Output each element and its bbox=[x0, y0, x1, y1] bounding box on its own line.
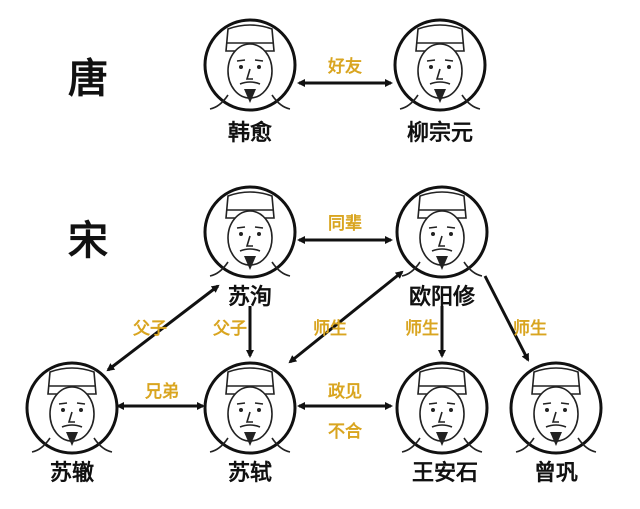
name-zeng-gong: 曾巩 bbox=[534, 460, 578, 486]
label-teacher-student-2: 师生 bbox=[405, 318, 439, 339]
name-su-zhe: 苏辙 bbox=[50, 460, 94, 486]
edge-teacher-zeng-gong bbox=[483, 275, 530, 362]
portrait-han-yu bbox=[203, 18, 297, 112]
name-wang-anshi: 王安石 bbox=[412, 460, 478, 486]
label-political-2: 不合 bbox=[328, 421, 363, 442]
label-teacher-student-3: 师生 bbox=[513, 318, 547, 339]
portrait-liu-zongyuan bbox=[393, 18, 487, 112]
portrait-wang-anshi bbox=[395, 361, 489, 455]
name-su-shi: 苏轼 bbox=[228, 460, 272, 486]
label-brothers: 兄弟 bbox=[144, 381, 179, 402]
label-teacher-student-1: 师生 bbox=[313, 318, 347, 339]
portrait-zeng-gong bbox=[509, 361, 603, 455]
edge-teacher-su-shi bbox=[288, 270, 404, 364]
era-tang-label: 唐 bbox=[68, 56, 108, 102]
portrait-su-zhe bbox=[25, 361, 119, 455]
name-ouyang-xiu: 欧阳修 bbox=[409, 284, 476, 310]
name-su-xun: 苏洵 bbox=[228, 284, 272, 310]
portrait-ouyang-xiu bbox=[395, 185, 489, 279]
edge-father-son-su-zhe bbox=[106, 284, 220, 372]
label-peers: 同辈 bbox=[328, 213, 362, 234]
label-political-1: 政见 bbox=[328, 381, 362, 402]
label-friends: 好友 bbox=[327, 56, 362, 77]
name-han-yu: 韩愈 bbox=[228, 120, 273, 146]
name-liu-zongyuan: 柳宗元 bbox=[407, 120, 473, 146]
era-song-label: 宋 bbox=[68, 218, 108, 264]
label-father-son-1: 父子 bbox=[132, 319, 167, 339]
portrait-su-xun bbox=[203, 185, 297, 279]
label-father-son-2: 父子 bbox=[212, 319, 247, 339]
portrait-su-shi bbox=[203, 361, 297, 455]
